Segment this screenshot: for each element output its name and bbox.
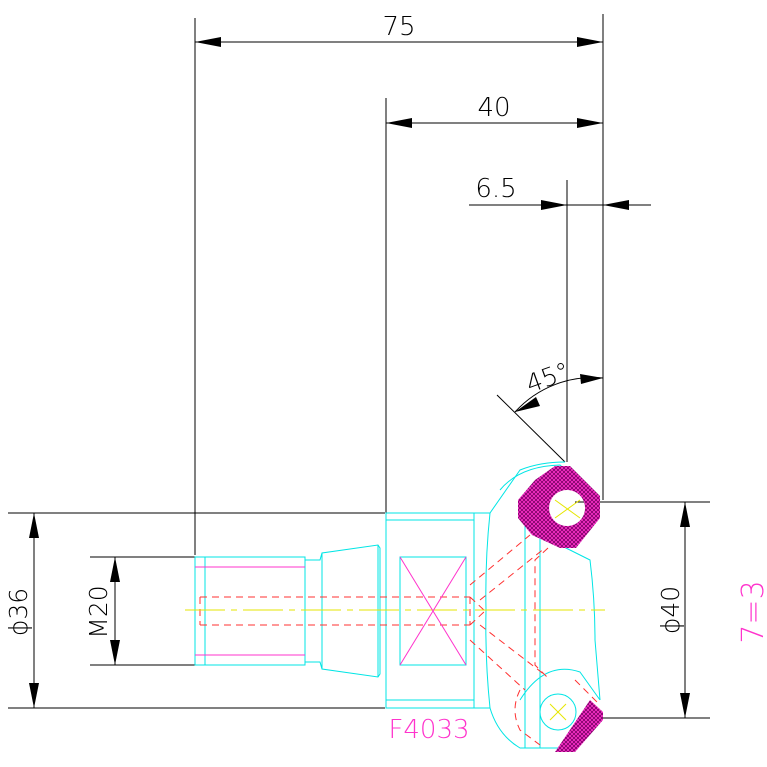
- dim-angle-label: 45°: [522, 356, 574, 398]
- dim-phi40-label: ϕ40: [656, 586, 685, 634]
- hidden-lines: [199, 534, 601, 746]
- dim-40-label: 40: [477, 93, 510, 123]
- dimension-arrows: [29, 37, 690, 718]
- dim-75-label: 75: [382, 12, 415, 42]
- side-note-label: 7=3: [736, 580, 767, 643]
- hatched-section-top: [518, 466, 600, 548]
- dim-6-5-label: 6.5: [475, 174, 516, 204]
- hatched-section-bottom: [555, 700, 603, 752]
- dim-phi36-label: ϕ36: [4, 588, 33, 636]
- magenta-features: [195, 556, 467, 666]
- dimension-lines: [8, 14, 710, 719]
- part-number-label: F4033: [388, 715, 469, 745]
- dim-m20-label: M20: [84, 585, 113, 638]
- center-lines: [185, 499, 605, 721]
